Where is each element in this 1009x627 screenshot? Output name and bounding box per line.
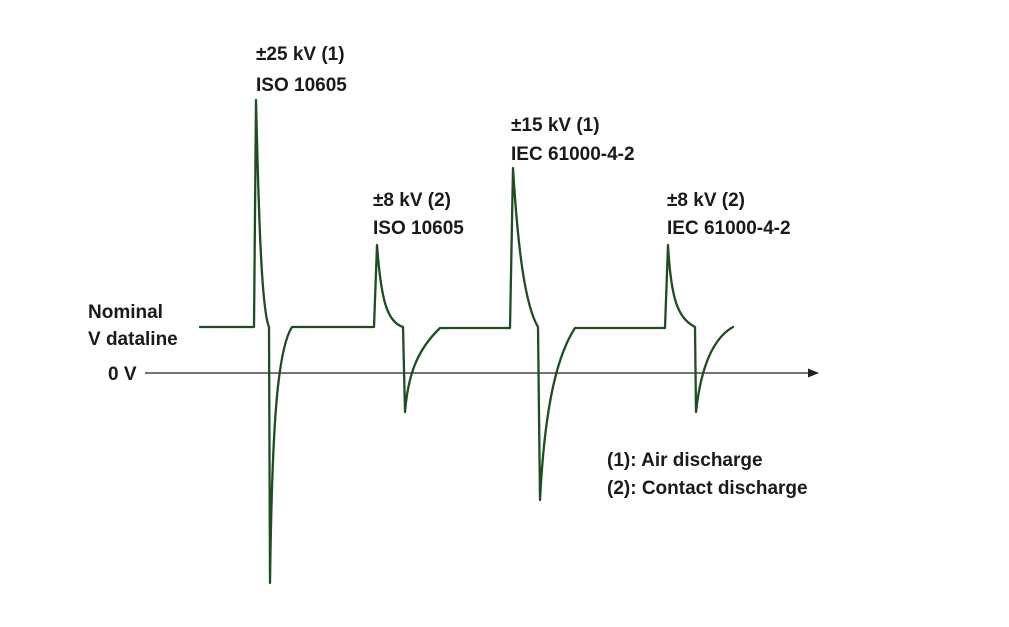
pulse-3-standard: IEC 61000-4-2 bbox=[511, 144, 635, 165]
axis-arrow-icon bbox=[808, 368, 819, 378]
nominal-label: Nominal bbox=[88, 302, 163, 323]
pulse-2-standard: ISO 10605 bbox=[373, 218, 464, 239]
pulse-4-standard: IEC 61000-4-2 bbox=[667, 218, 791, 239]
pulse-3-level: ±15 kV (1) bbox=[511, 115, 600, 136]
pulse-1-standard: ISO 10605 bbox=[256, 75, 347, 96]
esd-waveform bbox=[198, 98, 735, 585]
zero-volt-label: 0 V bbox=[108, 364, 137, 385]
pulse-4-level: ±8 kV (2) bbox=[667, 190, 745, 211]
legend-air-discharge: (1): Air discharge bbox=[607, 450, 763, 471]
pulse-2-level: ±8 kV (2) bbox=[373, 190, 451, 211]
legend-contact-discharge: (2): Contact discharge bbox=[607, 478, 808, 499]
pulse-1-level: ±25 kV (1) bbox=[256, 44, 345, 65]
dataline-label: V dataline bbox=[88, 329, 178, 350]
